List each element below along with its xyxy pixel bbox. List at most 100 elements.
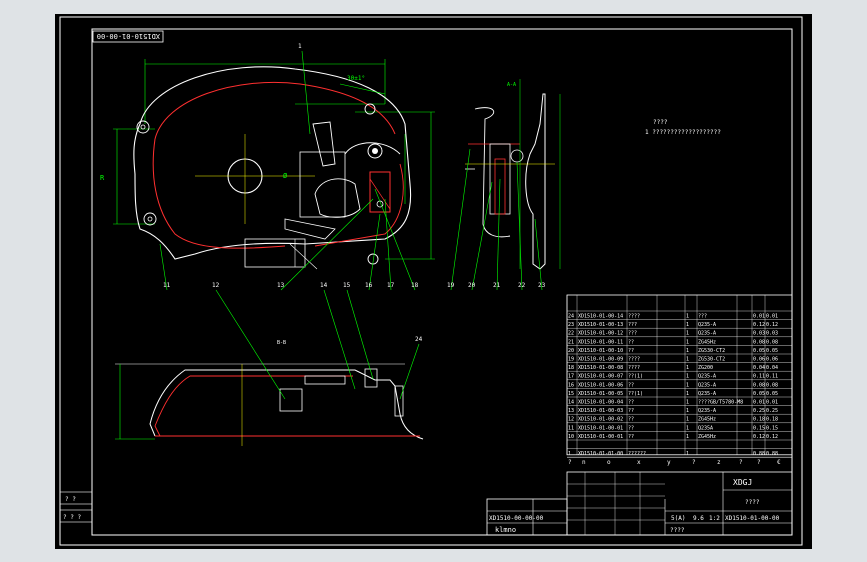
balloon-19: 19 [447, 282, 455, 289]
section-bb-label: B-B [277, 340, 286, 346]
bom-cell: XD1510-01-00-06 [578, 382, 623, 388]
bom-cell: Q235-A [698, 382, 716, 388]
bom-cell: XD1510-01-00-01 [578, 425, 623, 431]
bom-cell: 0.88 [766, 451, 778, 457]
bom-cell: ??(1) [628, 391, 643, 397]
bom-cell: ???? [628, 365, 640, 371]
bom-cell: 1 [686, 357, 689, 363]
bom-cell: 0.06 [766, 357, 778, 363]
left-code: XD1510-00-00-00 [489, 515, 544, 522]
balloon-22: 22 [518, 282, 526, 289]
title-block: XD1510-00-00-00 klmno XDGJ ???? XD1510-0… [486, 471, 793, 536]
balloon-leader-24 [399, 343, 420, 400]
bom-cell: 0.05 [753, 348, 765, 354]
bom-cell: XD1510-01-00-04 [578, 400, 623, 406]
balloon-leader-11 [159, 243, 168, 291]
bom-cell: 1 [568, 451, 571, 457]
bom-header-cell: z [717, 459, 721, 466]
bom-cell: 1 [686, 365, 689, 371]
bom-cell: ?? [628, 339, 634, 345]
balloon-leader-16 [368, 213, 381, 291]
bom-header-cell: ? [692, 459, 696, 466]
bom-cell: XD1510-01-00-03 [578, 408, 623, 414]
product-name: ???? [745, 499, 760, 506]
balloon-16: 16 [365, 282, 373, 289]
gear-mark: Ø [283, 172, 288, 180]
bom-cell: 1 [686, 400, 689, 406]
bom-cell: 11 [568, 425, 574, 431]
bom-cell: ?? [628, 417, 634, 423]
section-bb: B-B [115, 340, 424, 446]
bom-header-cell: € [777, 459, 781, 466]
bom-cell: 0.05 [766, 391, 778, 397]
balloon-leader-17 [384, 198, 392, 291]
bom-cell: 1 [686, 374, 689, 380]
bom-cell: 0.08 [766, 382, 778, 388]
balloon-leader-23 [534, 218, 543, 291]
bom-cell: 12 [568, 417, 574, 423]
bom-cell: 23 [568, 322, 574, 328]
bom-cell: 16 [568, 382, 574, 388]
bom-cell: 0.88 [753, 451, 765, 457]
bom-cell: ?? [628, 400, 634, 406]
balloon-leader-20 [471, 181, 493, 291]
balloon-leader-22 [516, 161, 523, 291]
bom-cell: Q235-A [698, 331, 716, 337]
scale-value: 1:2 [709, 515, 720, 522]
bom-cell: 0.12 [753, 322, 765, 328]
bom-cell: 0.08 [766, 339, 778, 345]
bom-cell: 0.18 [766, 417, 778, 423]
balloon-17: 17 [387, 282, 395, 289]
bom-cell: XD1510-01-00-02 [578, 417, 623, 423]
bom-cell: 1 [686, 451, 689, 457]
balloon-leader-19 [450, 148, 471, 291]
bom-cell: Q235A [698, 425, 713, 431]
bom-cell: 18 [568, 365, 574, 371]
balloon-14: 14 [320, 282, 328, 289]
bom-cell: 0.08 [753, 339, 765, 345]
bom-cell: 0.11 [766, 374, 778, 380]
bom-cell: ZG530-CT2 [698, 357, 725, 363]
bom-cell: ??(1) [628, 374, 643, 380]
bom-cell: 1 [686, 417, 689, 423]
bom-cell: 17 [568, 374, 574, 380]
bom-cell: 24 [568, 314, 574, 320]
balloon-1: 1 [298, 43, 302, 50]
sheet-info: 5(A) [671, 515, 685, 522]
bom-cell: ?? [628, 425, 634, 431]
balloon-18: 18 [411, 282, 419, 289]
angle-dimension: 30±1° [347, 75, 365, 82]
bom-cell: ZG45Hz [698, 417, 716, 423]
bom-cell: ?? [628, 348, 634, 354]
balloon-leader-21 [496, 178, 501, 291]
bom-cell: 0.25 [753, 408, 765, 414]
svg-text:R: R [100, 174, 105, 182]
bom-cell: Q235-A [698, 391, 716, 397]
bom-cell: 1 [686, 408, 689, 414]
bom-header-cell: ? [757, 459, 761, 466]
bom-cell: 0.05 [766, 348, 778, 354]
balloon-11: 11 [163, 282, 171, 289]
bom-cell: 1 [686, 322, 689, 328]
bom-cell: 0.01 [753, 400, 765, 406]
code-box [92, 30, 164, 43]
bom-cell: XD1510-01-00-09 [578, 357, 623, 363]
bom-cell: ??? [698, 314, 707, 320]
bom-cell: ?? [628, 382, 634, 388]
bom-cell: 13 [568, 408, 574, 414]
bom-cell: XD1510-01-00-12 [578, 331, 623, 337]
bom-cell: 0.04 [753, 365, 765, 371]
bom-cell: ???? [628, 357, 640, 363]
bom-cell: ?? [628, 434, 634, 440]
bom-cell: ZG530-CT2 [698, 348, 725, 354]
bom-header-cell: ? [568, 459, 572, 466]
drawing-canvas[interactable]: XD1510-01-00-00 [55, 14, 812, 549]
bom-cell: 0.15 [766, 425, 778, 431]
bom-cell: 0.05 [753, 391, 765, 397]
balloon-24: 24 [415, 336, 423, 343]
balloon-12: 12 [212, 282, 220, 289]
bom-cell: 0.11 [753, 374, 765, 380]
bom-cell: 1 [686, 348, 689, 354]
bom-cell: 0.25 [766, 408, 778, 414]
